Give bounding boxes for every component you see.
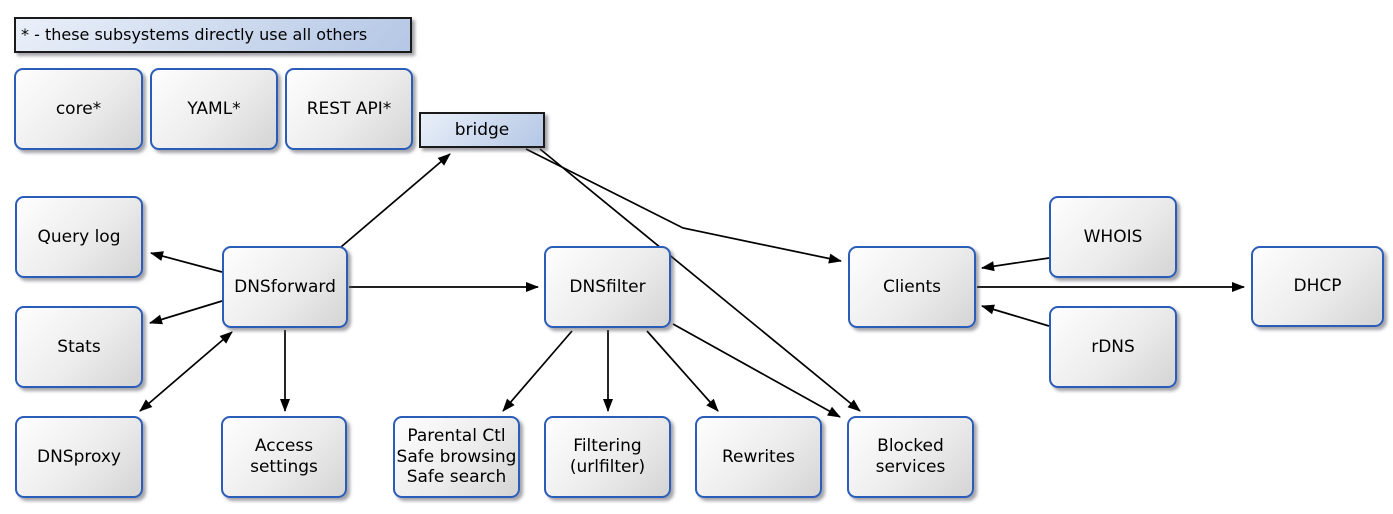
node-query-log: Query log [15, 196, 143, 278]
node-dnsproxy: DNSproxy [15, 416, 143, 498]
arrow-dnsforward-stats [149, 300, 223, 325]
arrow-dnsfilter-blocked [672, 323, 841, 418]
arrow-dnsforward-querylog [150, 251, 223, 273]
node-clients: Clients [848, 246, 976, 328]
arrow-bridge-clients [525, 148, 842, 264]
node-dnsforward: DNSforward [222, 246, 348, 328]
node-stats: Stats [15, 306, 143, 388]
arrow-whois-clients [981, 257, 1050, 272]
node-parental-ctl: Parental Ctl Safe browsing Safe search [393, 416, 520, 498]
node-bridge: bridge [419, 112, 545, 148]
arrow-dnsfilter-rewrites [646, 330, 719, 412]
node-whois: WHOIS [1049, 196, 1177, 278]
node-rest-api: REST API* [285, 68, 413, 150]
arrow-rdns-clients [981, 304, 1050, 327]
node-dnsfilter: DNSfilter [544, 246, 671, 328]
node-core: core* [14, 68, 143, 150]
node-rdns: rDNS [1049, 306, 1177, 388]
node-access-settings: Access settings [221, 416, 347, 498]
node-yaml: YAML* [150, 68, 278, 150]
node-dhcp: DHCP [1251, 246, 1384, 327]
legend-note: * - these subsystems directly use all ot… [14, 17, 412, 53]
node-rewrites: Rewrites [695, 416, 822, 498]
arrow-dnsforward-dnsproxy [139, 331, 233, 412]
arrow-dnsfilter-parental [502, 330, 573, 412]
node-blocked-services: Blocked services [847, 416, 974, 498]
arrow-dnsforward-bridge [340, 153, 451, 248]
node-filtering-urlfilter: Filtering (urlfilter) [544, 416, 671, 498]
